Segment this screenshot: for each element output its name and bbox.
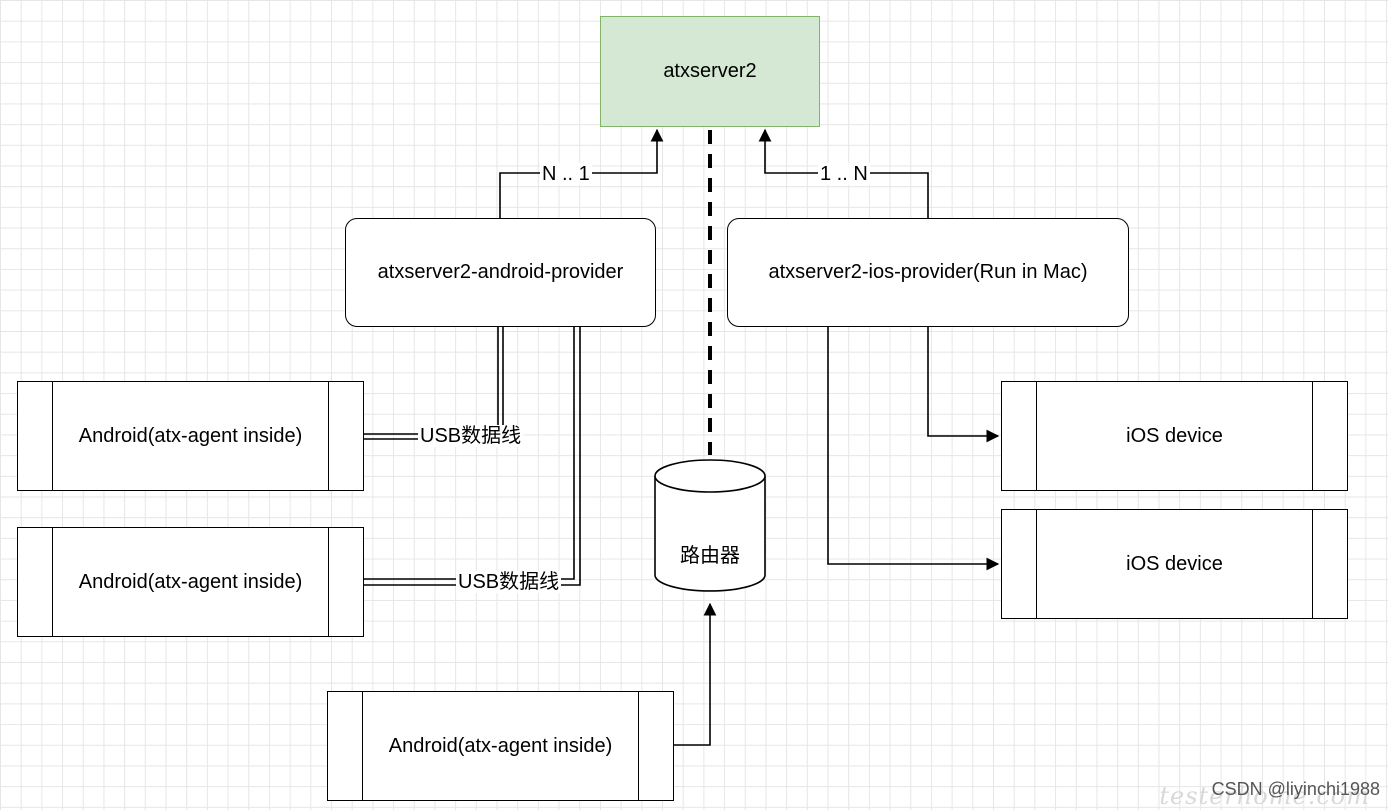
android-device-label-1: Android(atx-agent inside)	[78, 424, 303, 447]
edge-label-usb-2: USB数据线	[456, 571, 562, 593]
atxserver2-node: atxserver2	[600, 16, 820, 127]
watermark: CSDN @liyinchi1988	[1211, 779, 1380, 799]
edge-android-device-3-to-router	[673, 602, 717, 746]
edge-ios-provider-to-device-1	[927, 327, 1000, 443]
ios-provider-node: atxserver2-ios-provider(Run in Mac)	[727, 218, 1129, 327]
ios-device-node-1: iOS device	[1001, 381, 1348, 491]
ios-device-label-2: iOS device	[1126, 552, 1223, 575]
android-device-label-3: Android(atx-agent inside)	[388, 734, 613, 757]
android-device-node-2: Android(atx-agent inside)	[17, 527, 364, 637]
ios-device-label-1: iOS device	[1126, 424, 1223, 447]
edge-ios-provider-to-device-2	[827, 327, 1000, 571]
android-device-label-2: Android(atx-agent inside)	[78, 570, 303, 593]
android-device-node-3: Android(atx-agent inside)	[327, 691, 674, 801]
android-provider-node: atxserver2-android-provider	[345, 218, 656, 327]
ios-provider-label: atxserver2-ios-provider(Run in Mac)	[768, 261, 1088, 283]
router-label: 路由器	[680, 545, 740, 567]
edge-label-usb-1: USB数据线	[418, 425, 524, 447]
edge-label-ios-to-server: 1 .. N	[818, 163, 870, 185]
router-cylinder	[654, 459, 766, 592]
android-device-node-1: Android(atx-agent inside)	[17, 381, 364, 491]
watermark-faint: testerhome.com	[1159, 782, 1370, 810]
edge-usb-cable-2-a	[363, 327, 575, 580]
atxserver2-label: atxserver2	[663, 60, 757, 82]
edge-usb-cable-1-b	[363, 327, 504, 440]
ios-device-node-2: iOS device	[1001, 509, 1348, 619]
edge-label-android-to-server: N .. 1	[540, 163, 592, 185]
edge-usb-cable-2-b	[363, 327, 581, 586]
edge-usb-cable-1-a	[363, 327, 499, 435]
android-provider-label: atxserver2-android-provider	[377, 261, 624, 283]
